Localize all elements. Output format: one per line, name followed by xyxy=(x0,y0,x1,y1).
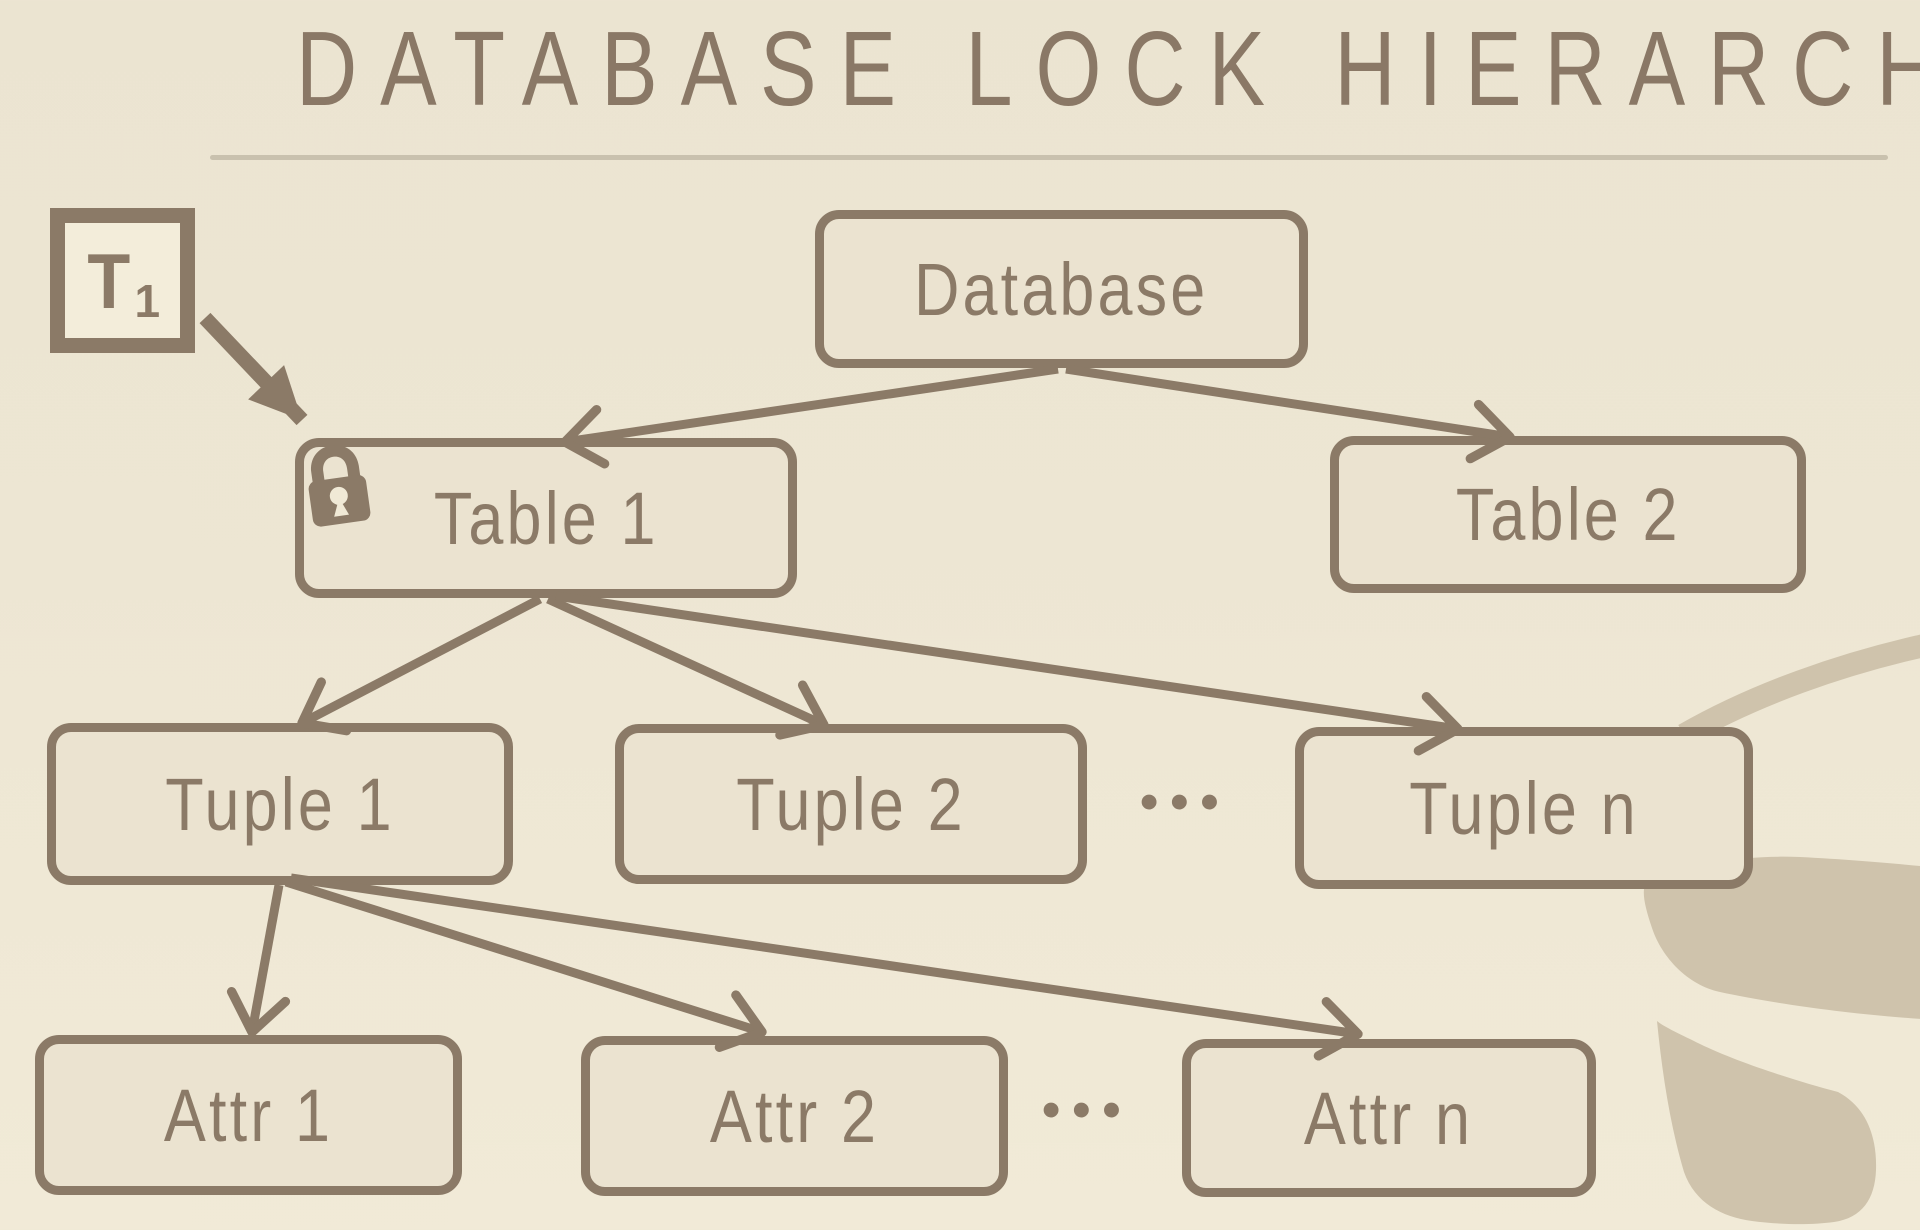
tuples-ellipsis: ••• xyxy=(1140,773,1231,831)
attrs-ellipsis: ••• xyxy=(1042,1081,1133,1139)
node-attr-2: Attr 2 xyxy=(581,1036,1008,1196)
node-tuple-n: Tuple n xyxy=(1295,727,1753,889)
node-label: Tuple 2 xyxy=(736,762,966,846)
node-label: Database xyxy=(914,247,1209,331)
page-title: DATABASE LOCK HIERARCHY xyxy=(0,16,1920,122)
node-table-2: Table 2 xyxy=(1330,436,1806,593)
title-divider xyxy=(210,155,1888,160)
node-label: Attr 1 xyxy=(163,1073,334,1157)
node-attr-n: Attr n xyxy=(1182,1039,1596,1197)
node-attr-1: Attr 1 xyxy=(35,1035,462,1195)
watermark-top-ring xyxy=(1678,634,1920,745)
node-label: Tuple n xyxy=(1409,766,1639,850)
watermark-bottom-band xyxy=(1657,1021,1877,1225)
node-label: Tuple 1 xyxy=(165,762,395,846)
watermark-middle-band xyxy=(1643,856,1920,1019)
page-title-text: DATABASE LOCK HIERARCHY xyxy=(295,10,1920,128)
node-table-1: Table 1 xyxy=(295,438,797,598)
node-label: Attr 2 xyxy=(709,1074,880,1158)
transaction-label: T xyxy=(87,236,131,325)
node-label: Attr n xyxy=(1304,1076,1474,1160)
node-label: Table 2 xyxy=(1455,473,1681,556)
lock-icon xyxy=(308,445,371,527)
transaction-subscript: 1 xyxy=(134,275,161,327)
node-tuple-2: Tuple 2 xyxy=(615,724,1087,884)
node-database: Database xyxy=(815,210,1308,368)
node-label: Table 1 xyxy=(433,476,659,560)
node-tuple-1: Tuple 1 xyxy=(47,723,513,885)
transaction-t1-badge: T 1 xyxy=(50,208,195,353)
